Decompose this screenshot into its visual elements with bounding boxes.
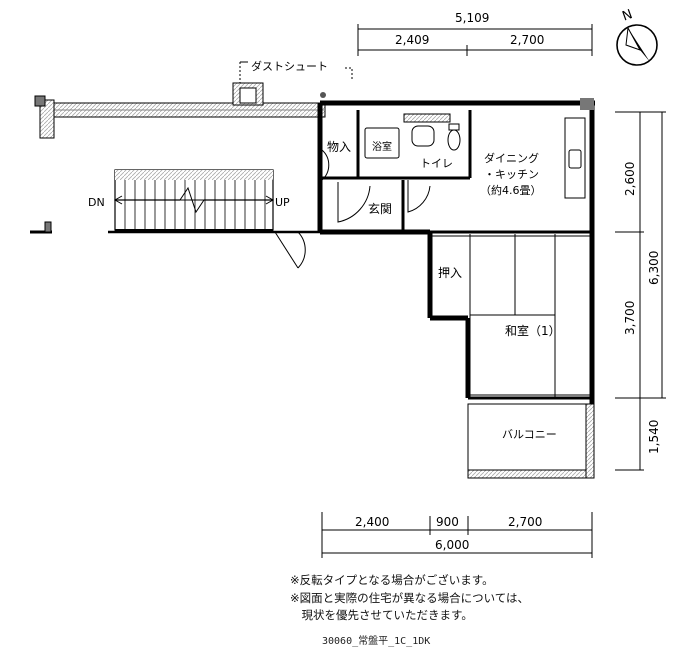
dim-right-bottom: 1,540 — [647, 420, 661, 454]
kitchen-counter — [564, 117, 586, 199]
room-balcony-label: バルコニー — [502, 428, 557, 441]
entrance-door — [321, 149, 431, 223]
bath-fixtures — [364, 113, 461, 159]
stair-door — [274, 231, 306, 269]
staircase — [113, 169, 275, 231]
top-dimensions — [357, 24, 593, 56]
dim-bottom-mid: 900 — [436, 515, 459, 529]
room-storage-label: 物入 — [327, 140, 351, 154]
room-bath-label: 浴室 — [372, 140, 392, 153]
note-line-1: ※反転タイプとなる場合がございます。 — [290, 573, 494, 587]
room-dk-label-3: （約4.6畳） — [480, 183, 542, 197]
dust-chute-label: ダストシュート — [251, 59, 328, 73]
dim-top-total: 5,109 — [455, 11, 489, 25]
inner-walls — [320, 110, 592, 400]
dim-right-mid: 3,700 — [623, 301, 637, 335]
japanese-room-details — [432, 234, 590, 398]
balcony-area — [467, 403, 595, 479]
stairs-up-label: UP — [275, 196, 290, 209]
dim-right-top: 2,600 — [623, 162, 637, 196]
note-line-3: 現状を優先させていただきます。 — [290, 608, 473, 622]
right-dimensions — [615, 111, 666, 471]
stairs-down-label: DN — [88, 196, 105, 209]
room-toilet-label: トイレ — [420, 157, 453, 170]
dust-chute: ダストシュート — [232, 59, 353, 106]
note-line-2: ※図面と実際の住宅が異なる場合については、 — [290, 591, 530, 605]
room-entrance-label: 玄関 — [368, 201, 392, 216]
dim-top-right: 2,700 — [510, 33, 544, 47]
room-dk-label-1: ダイニング — [484, 151, 539, 165]
dim-bottom-total: 6,000 — [435, 538, 469, 552]
room-dk-label-2: ・キッチン — [484, 168, 539, 181]
bottom-dimensions — [321, 512, 593, 558]
plan-code: 30060_常盤平_1C_1DK — [322, 636, 431, 647]
dim-bottom-right: 2,700 — [508, 515, 542, 529]
dim-right-total: 6,300 — [647, 251, 661, 285]
room-japanese-label: 和室（1） — [505, 323, 561, 338]
room-closet-label: 押入 — [438, 266, 462, 280]
compass-label: N — [620, 7, 634, 24]
walkway — [30, 95, 326, 234]
dim-top-left: 2,409 — [395, 33, 429, 47]
north-arrow-icon: N — [616, 7, 658, 66]
dim-bottom-left: 2,400 — [355, 515, 389, 529]
